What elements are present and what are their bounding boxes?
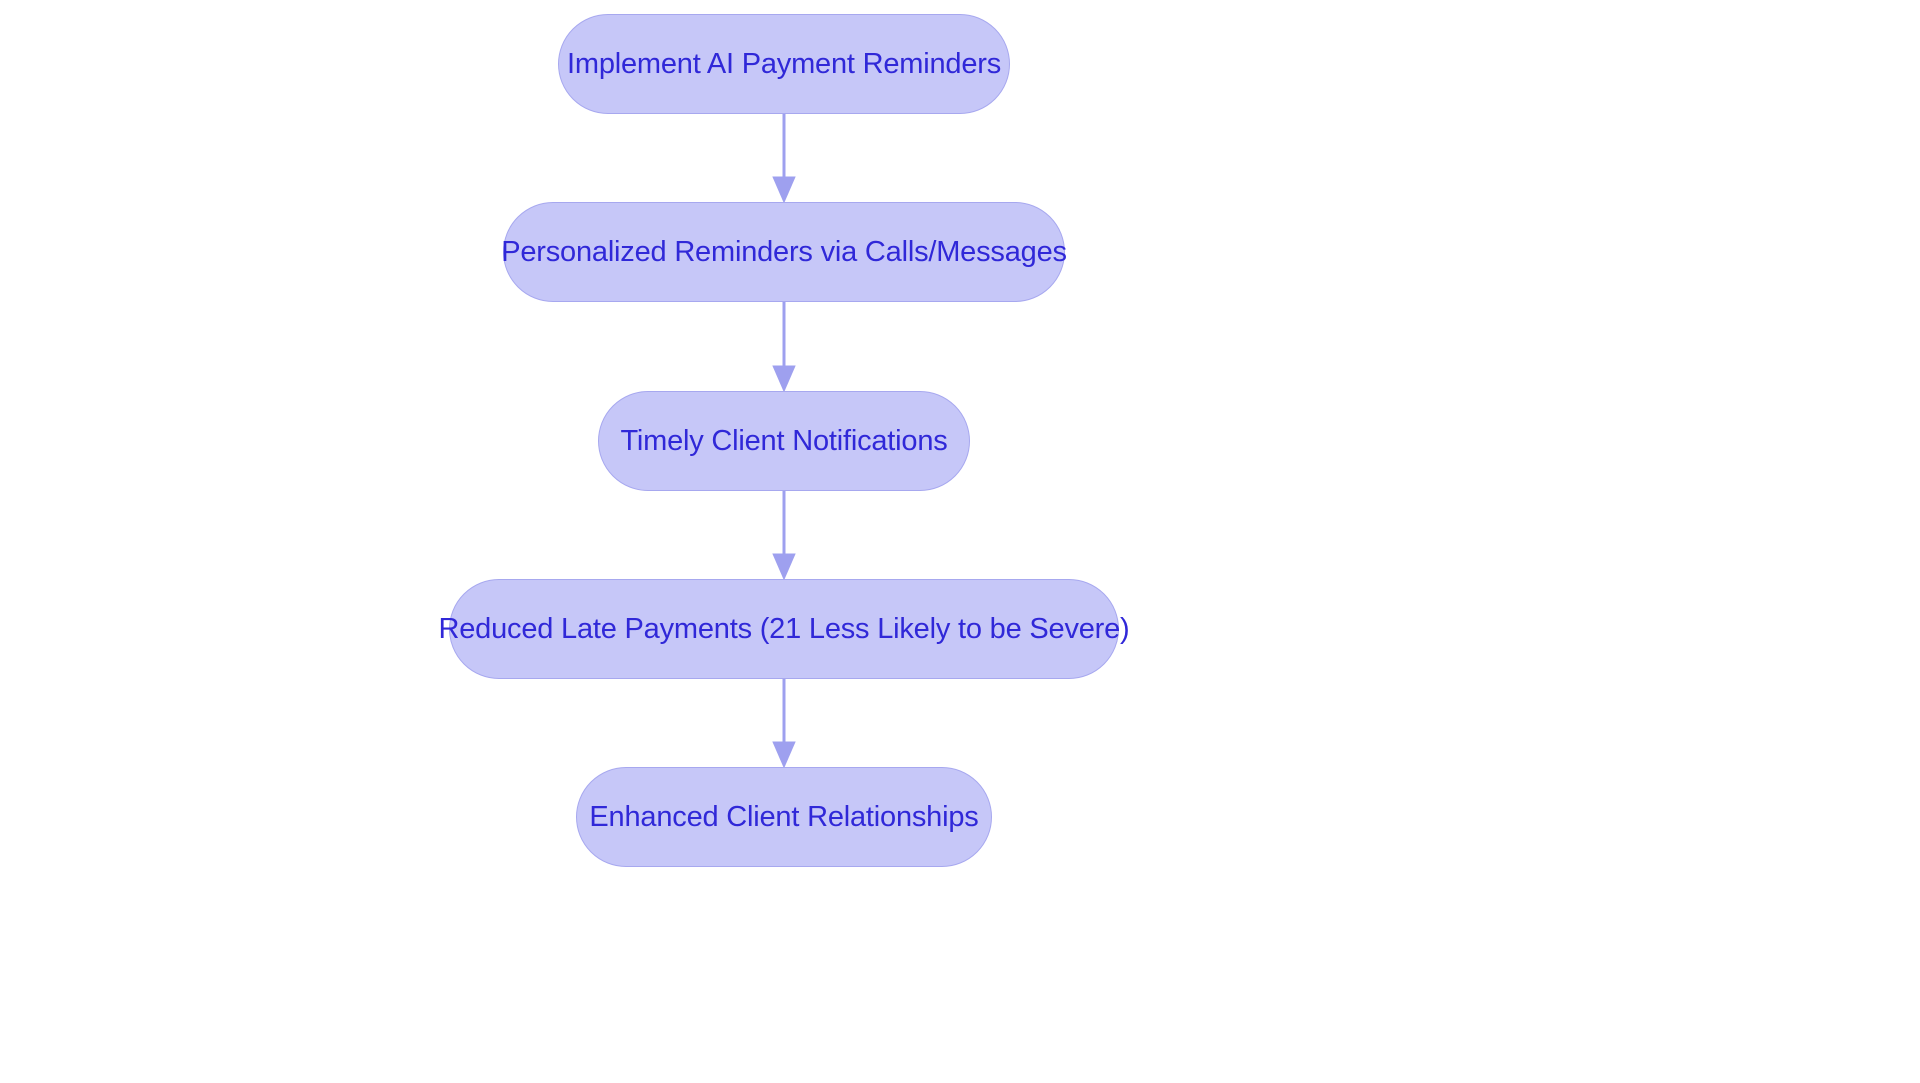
flowchart-node-label: Implement AI Payment Reminders	[567, 47, 1002, 80]
flowchart-node-enhanced-client-relationships[interactable]: Enhanced Client Relationships	[576, 767, 992, 867]
flowchart-node-label: Timely Client Notifications	[620, 424, 948, 457]
flowchart-node-reduced-late-payments[interactable]: Reduced Late Payments (21 Less Likely to…	[438, 579, 1130, 679]
flowchart-node-implement-ai-payment-reminders[interactable]: Implement AI Payment Reminders	[558, 14, 1010, 114]
flowchart-node-label: Reduced Late Payments (21 Less Likely to…	[438, 612, 1130, 645]
flowchart-node-personalized-reminders[interactable]: Personalized Reminders via Calls/Message…	[501, 202, 1067, 302]
flowchart-node-timely-client-notifications[interactable]: Timely Client Notifications	[598, 391, 970, 491]
flowchart-node-label: Personalized Reminders via Calls/Message…	[501, 235, 1067, 268]
flowchart-node-label: Enhanced Client Relationships	[589, 800, 979, 833]
